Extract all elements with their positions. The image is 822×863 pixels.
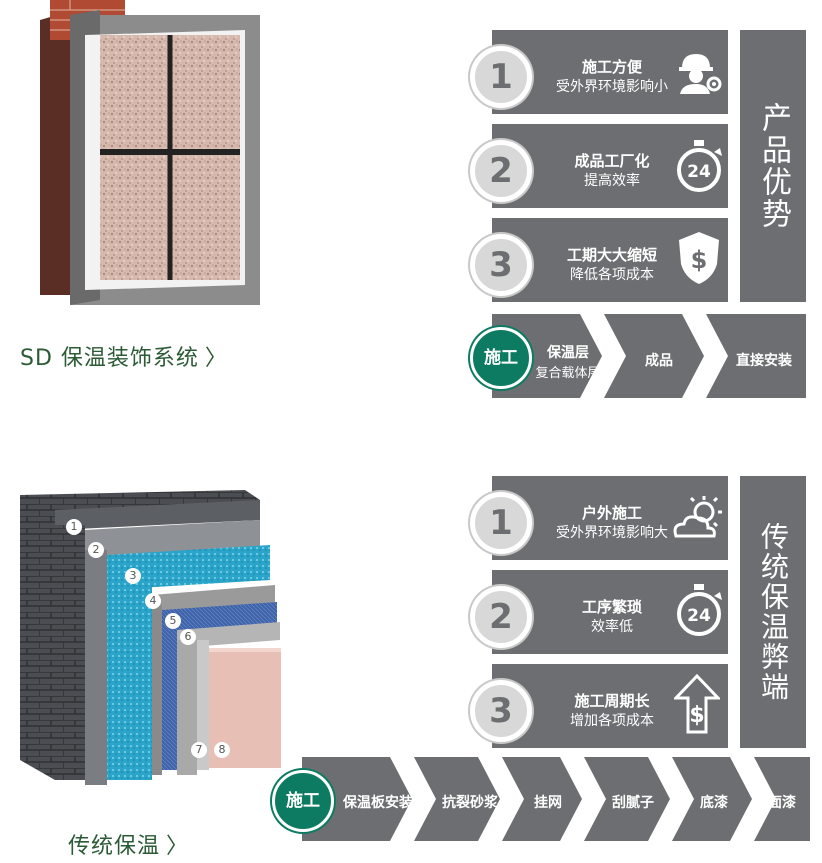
disadvantage-sub-2: 效率低	[591, 619, 633, 635]
construction-badge: 施工	[272, 770, 334, 832]
layer-number-4: 4	[145, 593, 161, 609]
process-step-label: 保温层	[547, 345, 589, 361]
traditional-caption-text: 传统保温	[68, 834, 161, 859]
advantage-title-3: 工期大大缩短	[566, 246, 657, 264]
advantage-number-3: 3	[470, 234, 532, 296]
traditional-layers-illustration	[15, 480, 295, 790]
disadvantage-number-3: 3	[470, 680, 532, 742]
layer-number-2: 2	[88, 542, 104, 558]
traditional-disadvantages-panel: 1 户外施工 受外界环境影响大 2 工序繁琐 效率低 24 3 施工周期长 增加…	[462, 476, 812, 756]
process-step-label: 保温板安装	[343, 795, 413, 811]
process-step-label: 面漆	[768, 795, 796, 811]
construction-badge: 施工	[470, 327, 532, 389]
product-advantages-panel: 1 施工方便 受外界环境影响小 2 成品工厂化 提高效率 24 3 工期大大缩短…	[462, 30, 812, 410]
product-advantages-label: 产品优势	[740, 30, 806, 302]
advantage-title-2: 成品工厂化	[574, 152, 650, 170]
traditional-process	[302, 757, 810, 841]
advantage-sub-3: 降低各项成本	[570, 267, 654, 283]
process-step-label: 挂网	[534, 795, 562, 811]
advantage-number-2: 2	[470, 140, 532, 202]
advantage-number-1: 1	[470, 46, 532, 108]
sd-panel-illustration	[30, 0, 280, 310]
process-step-sub: 复合载体层	[535, 366, 601, 381]
advantage-sub-1: 受外界环境影响小	[556, 79, 668, 95]
advantage-sub-2: 提高效率	[584, 173, 640, 189]
chevron-right-icon: 〉	[166, 834, 190, 859]
chevron-right-icon: 〉	[204, 346, 228, 371]
clock-24-icon: 24	[674, 138, 724, 198]
disadvantage-number-2: 2	[470, 586, 532, 648]
worker-icon	[674, 48, 722, 100]
process-step-label: 直接安装	[736, 353, 792, 369]
disadvantage-number-1: 1	[470, 492, 532, 554]
process-step-label: 成品	[645, 353, 673, 369]
shield-dollar-icon: $	[677, 230, 721, 290]
traditional-disadvantages-label: 传统保温弊端	[740, 476, 806, 748]
svg-text:24: 24	[687, 606, 711, 626]
sun-cloud-icon	[670, 494, 726, 548]
svg-text:24: 24	[687, 162, 711, 182]
sd-system-caption[interactable]: SD 保温装饰系统〉	[20, 340, 228, 372]
arrow-up-dollar-icon: $	[672, 673, 722, 738]
process-step-label: 抗裂砂浆	[442, 795, 498, 811]
layer-number-3: 3	[125, 568, 141, 584]
process-step-label: 底漆	[700, 795, 728, 811]
layer-number-5: 5	[165, 613, 181, 629]
svg-text:$: $	[691, 246, 708, 274]
svg-text:$: $	[689, 703, 704, 728]
process-step-label: 刮腻子	[612, 795, 654, 811]
clock-24-icon: 24	[674, 582, 724, 642]
disadvantage-title-2: 工序繁琐	[581, 598, 642, 616]
disadvantage-sub-3: 增加各项成本	[570, 713, 654, 729]
traditional-caption[interactable]: 传统保温〉	[68, 828, 189, 860]
sd-system-caption-text: SD 保温装饰系统	[20, 346, 199, 371]
layer-number-7: 7	[191, 742, 207, 758]
disadvantage-title-3: 施工周期长	[574, 692, 650, 710]
disadvantage-title-1: 户外施工	[581, 504, 642, 522]
disadvantage-sub-1: 受外界环境影响大	[556, 525, 668, 541]
layer-number-6: 6	[180, 629, 196, 645]
layer-number-1: 1	[66, 519, 82, 535]
advantage-title-1: 施工方便	[581, 58, 642, 76]
layer-number-8: 8	[214, 742, 230, 758]
